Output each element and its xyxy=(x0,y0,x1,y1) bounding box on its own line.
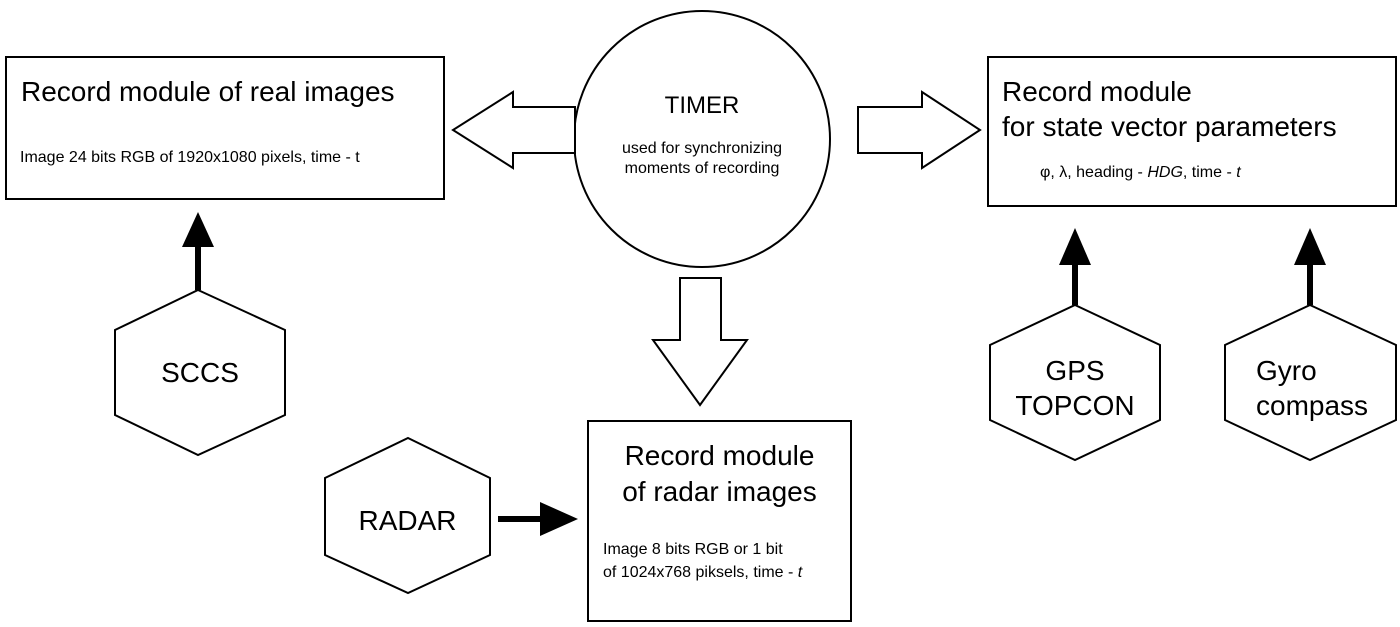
hollow-arrow-down xyxy=(651,277,749,407)
gyro-label-line1: Gyro xyxy=(1256,355,1317,386)
state-vector-desc-prefix: φ, λ, heading - xyxy=(1040,164,1148,181)
real-images-box xyxy=(5,56,445,200)
state-vector-desc-hdg: HDG xyxy=(1147,164,1183,181)
gps-label-line1: GPS xyxy=(1045,355,1105,386)
state-vector-desc-mid: , time - xyxy=(1182,164,1237,181)
radar-images-title-line2: of radar images xyxy=(622,476,817,507)
gps-label-line2: TOPCON xyxy=(1015,390,1135,421)
radar-images-desc-line2-prefix: of 1024x768 piksels, time - xyxy=(603,564,798,581)
gyro-label-line2: compass xyxy=(1256,390,1369,421)
state-vector-desc-t: t xyxy=(1236,164,1241,181)
timer-desc-line1: used for synchronizing xyxy=(621,140,783,157)
gps-hexagon xyxy=(989,303,1161,462)
sccs-arrow-head xyxy=(182,212,214,247)
hollow-arrow-left xyxy=(451,90,576,170)
radar-label: RADAR xyxy=(358,505,457,536)
hollow-arrow-right xyxy=(857,90,982,170)
radar-hexagon xyxy=(324,436,491,595)
gyro-arrow-head xyxy=(1294,228,1326,265)
state-vector-title-line1: Record module xyxy=(1002,76,1192,107)
radar-arrow-head xyxy=(540,502,578,536)
sccs-hexagon xyxy=(114,288,286,457)
radar-images-title-line1: Record module xyxy=(624,440,815,471)
radar-images-desc-line1: Image 8 bits RGB or 1 bit xyxy=(603,541,783,558)
state-vector-box xyxy=(987,56,1397,207)
state-vector-desc: φ, λ, heading - HDG, time - t xyxy=(1040,163,1241,183)
gps-arrow-head xyxy=(1059,228,1091,265)
timer-title: TIMER xyxy=(664,92,740,119)
sccs-label: SCCS xyxy=(161,357,239,388)
gyro-hexagon xyxy=(1224,303,1397,462)
timer-desc-line2: moments of recording xyxy=(624,160,780,177)
radar-images-box xyxy=(587,420,852,622)
real-images-desc: Image 24 bits RGB of 1920x1080 pixels, t… xyxy=(20,149,360,166)
real-images-title: Record module of real images xyxy=(21,76,395,107)
state-vector-title-line2: for state vector parameters xyxy=(1002,111,1337,142)
radar-images-desc-line2-t: t xyxy=(797,564,803,581)
radar-images-desc-line2: of 1024x768 piksels, time - t xyxy=(603,563,802,583)
